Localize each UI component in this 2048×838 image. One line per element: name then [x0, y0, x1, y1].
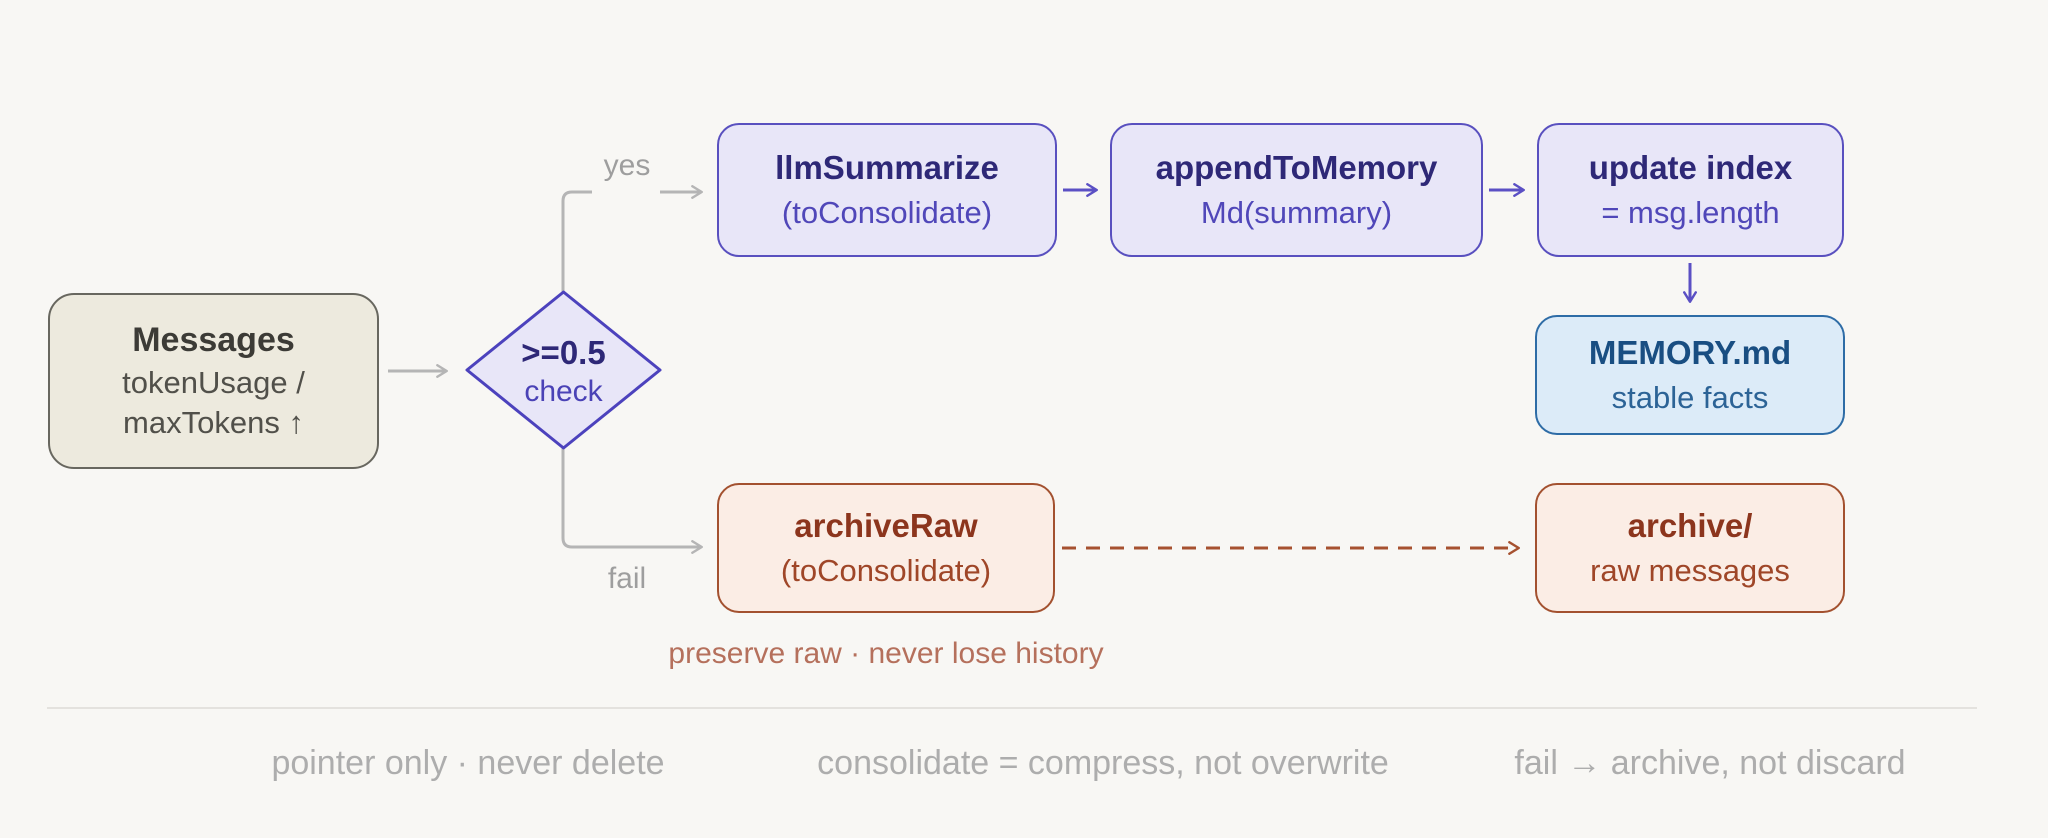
edge-label-yes: yes: [603, 149, 651, 182]
node-memory-md: MEMORY.md stable facts: [1535, 315, 1845, 435]
edge-decision-fail-to-archive-raw: [561, 447, 703, 554]
node-llm-summarize-subtitle: (toConsolidate): [781, 194, 993, 230]
edge-decision-yes-elbow: [561, 190, 592, 293]
node-llm-summarize: llmSummarize (toConsolidate): [717, 123, 1057, 257]
node-decision: >=0.5 check: [467, 299, 660, 444]
node-archive-dir-title: archive/: [1627, 507, 1753, 545]
node-update-index: update index = msg.length: [1537, 123, 1844, 257]
node-append-to-memory: appendToMemory Md(summary): [1110, 123, 1483, 257]
node-messages-title: Messages: [132, 321, 295, 360]
node-messages-subtitle-line2: maxTokens ↑: [123, 404, 304, 440]
node-memory-md-subtitle: stable facts: [1611, 379, 1769, 415]
node-archive-raw: archiveRaw (toConsolidate): [717, 483, 1055, 613]
node-update-index-subtitle: = msg.length: [1601, 194, 1780, 230]
node-memory-md-title: MEMORY.md: [1588, 334, 1792, 372]
edge-label-fail: fail: [607, 562, 647, 595]
node-archive-raw-subtitle: (toConsolidate): [780, 552, 992, 588]
node-archive-raw-title: archiveRaw: [794, 507, 978, 545]
node-archive-dir: archive/ raw messages: [1535, 483, 1845, 613]
node-decision-title: >=0.5: [521, 333, 606, 371]
decision-diamond-shape: [465, 290, 662, 450]
footer-divider: [47, 707, 1977, 709]
node-messages-subtitle-line1: tokenUsage /: [122, 364, 305, 400]
node-append-to-memory-title: appendToMemory: [1155, 149, 1438, 187]
node-llm-summarize-title: llmSummarize: [775, 149, 999, 187]
footer-note-pointer-only: pointer only · never delete: [271, 744, 665, 782]
archive-caption: preserve raw · never lose history: [668, 637, 1104, 670]
node-append-to-memory-subtitle: Md(summary): [1200, 194, 1393, 230]
footer-note-fail-archive: fail → archive, not discard: [1514, 744, 1906, 782]
node-messages: Messages tokenUsage / maxTokens ↑: [48, 293, 379, 469]
footer-note-consolidate: consolidate = compress, not overwrite: [817, 744, 1389, 782]
node-decision-subtitle: check: [524, 375, 603, 409]
node-update-index-title: update index: [1588, 149, 1793, 187]
node-archive-dir-subtitle: raw messages: [1590, 552, 1790, 588]
